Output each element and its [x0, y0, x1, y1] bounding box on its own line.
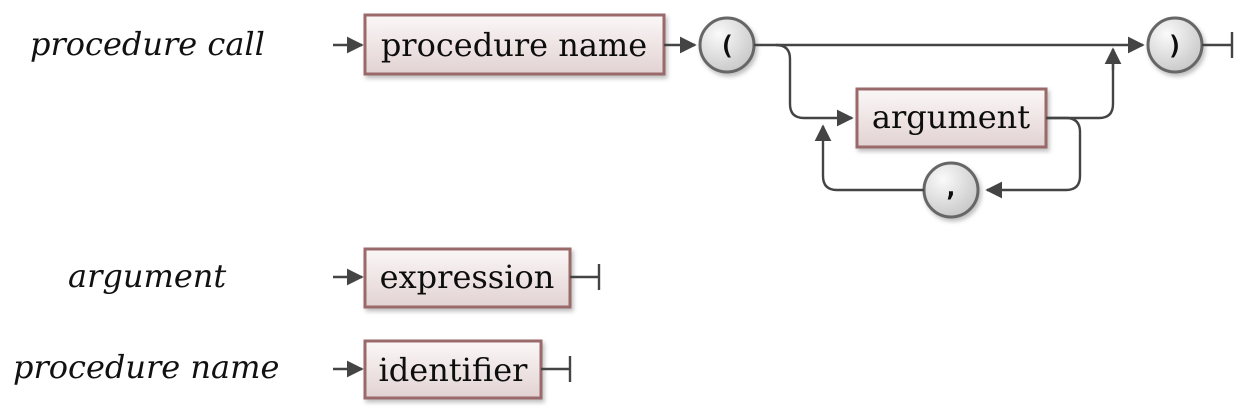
terminal-label: )	[1167, 31, 1183, 61]
loop-return-track	[814, 124, 924, 192]
terminal-comma[interactable]: ,	[922, 161, 980, 219]
rule-name-procedure-name: procedure name	[13, 348, 279, 386]
nonterminal-procedure-name[interactable]: procedure name	[363, 13, 666, 76]
rule-argument: argument expression	[68, 247, 601, 309]
loop-back-track	[985, 116, 1082, 199]
nonterminal-expression[interactable]: expression	[363, 247, 572, 309]
rule-procedure-call: procedure call procedure name ( argument	[30, 13, 1234, 219]
rule-name-procedure-call: procedure call	[30, 25, 265, 63]
nonterminal-label: procedure name	[381, 26, 647, 64]
argument-rejoin	[1046, 52, 1115, 120]
terminal-close-paren[interactable]: )	[1146, 16, 1204, 74]
rule-name-argument: argument	[68, 257, 226, 295]
nonterminal-identifier[interactable]: identifier	[363, 339, 543, 400]
terminal-label: ,	[943, 173, 959, 203]
nonterminal-label: argument	[872, 98, 1030, 136]
end-marker	[541, 356, 572, 382]
branch-to-argument	[775, 43, 854, 127]
end-marker	[1202, 32, 1234, 58]
nonterminal-argument[interactable]: argument	[855, 87, 1048, 149]
terminal-label: (	[719, 31, 735, 61]
nonterminal-label: expression	[380, 258, 555, 296]
end-marker	[570, 264, 601, 290]
terminal-open-paren[interactable]: (	[698, 16, 756, 74]
rule-procedure-name: procedure name identifier	[13, 339, 572, 400]
nonterminal-label: identifier	[379, 351, 529, 389]
